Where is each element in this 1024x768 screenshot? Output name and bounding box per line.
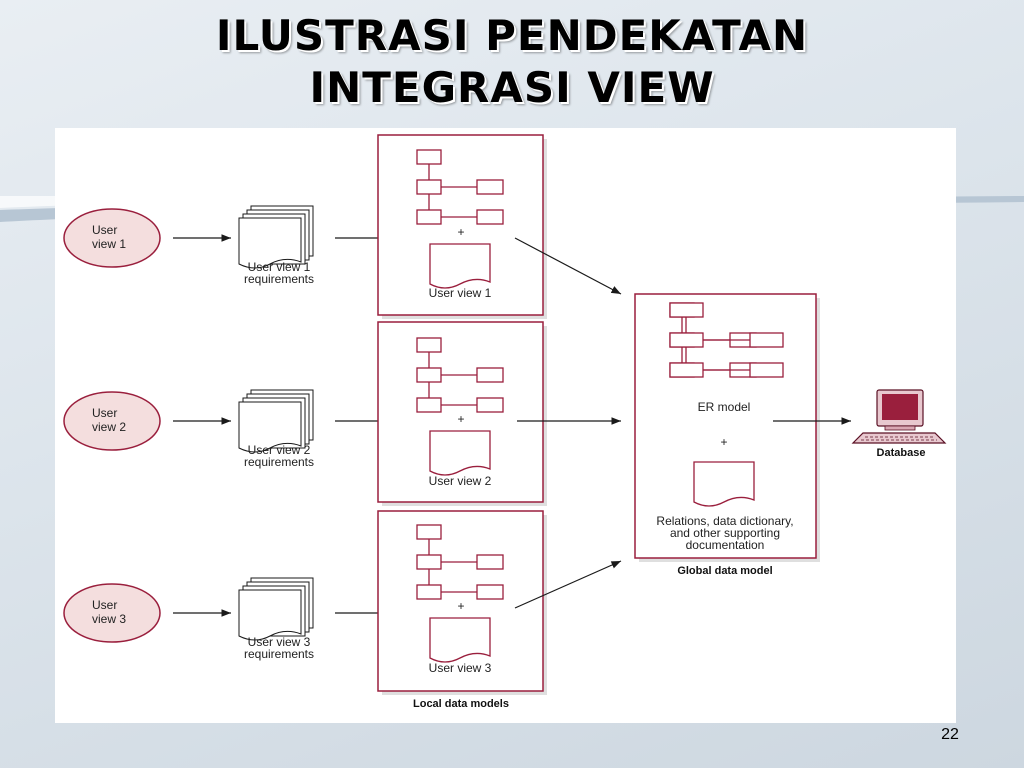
requirements-1-stack	[238, 205, 314, 269]
user-view-3-row: User view 3 User view 3 requirements	[63, 577, 391, 661]
requirements-3-line1: User view 3	[248, 635, 311, 649]
global-plus: +	[720, 435, 727, 449]
local-model-1-label: User view 1	[429, 286, 492, 300]
local-plus-2: +	[457, 412, 464, 426]
user-view-1-ellipse	[63, 208, 161, 268]
global-doc-line1: Relations, data dictionary,	[656, 514, 793, 528]
local-plus-1: +	[457, 225, 464, 239]
slide-title-line-1: ILUSTRASI PENDEKATAN	[215, 11, 809, 60]
user-view-1-label-line1: User	[92, 223, 117, 237]
local-model-3: + User view 3	[377, 510, 547, 695]
user-view-3-ellipse	[63, 583, 161, 643]
global-data-model: ER model + Relations, data dictionary, a…	[634, 293, 820, 562]
global-data-model-caption: Global data model	[677, 565, 772, 577]
local-data-models-caption: Local data models	[413, 698, 509, 710]
page-number: 22	[941, 726, 959, 743]
user-view-1-label-line2: view 1	[92, 237, 126, 251]
user-view-3-label-line1: User	[92, 598, 117, 612]
user-view-2-ellipse	[63, 391, 161, 451]
requirements-3-stack	[238, 577, 314, 641]
view-integration-diagram: User view 1 User view 1 requirements Use…	[63, 134, 947, 710]
user-view-2-label-line1: User	[92, 406, 117, 420]
requirements-1-line2: requirements	[244, 272, 314, 286]
requirements-2-line1: User view 2	[248, 443, 311, 457]
global-er-model-label: ER model	[698, 400, 751, 414]
local-model-3-label: User view 3	[429, 661, 492, 675]
user-view-2-label-line2: view 2	[92, 420, 126, 434]
local-model-1: + User view 1	[377, 134, 547, 319]
user-view-2-row: User view 2 User view 2 requirements	[63, 389, 391, 469]
global-doc-line3: documentation	[686, 538, 765, 552]
diagram-panel: User view 1 User view 1 requirements Use…	[55, 128, 956, 723]
database-computer-icon	[851, 389, 947, 444]
local-model-2-label: User view 2	[429, 474, 492, 488]
user-view-3-label-line2: view 3	[92, 612, 126, 626]
slide-title-line-2: INTEGRASI VIEW	[309, 63, 715, 112]
local-plus-3: +	[457, 599, 464, 613]
requirements-1-line1: User view 1	[248, 260, 311, 274]
local-model-2: + User view 2	[377, 321, 547, 506]
database-label: Database	[877, 447, 926, 459]
requirements-3-line2: requirements	[244, 647, 314, 661]
user-view-1-row: User view 1 User view 1 requirements	[63, 205, 391, 286]
global-doc-line2: and other supporting	[670, 526, 780, 540]
requirements-2-line2: requirements	[244, 455, 314, 469]
